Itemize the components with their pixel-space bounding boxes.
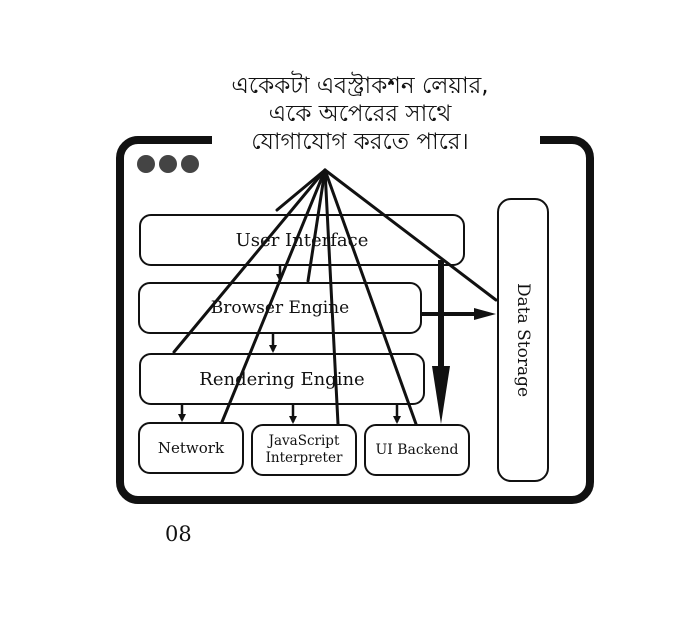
network-label: Network <box>157 439 225 457</box>
window-dot-icon <box>137 155 155 173</box>
javascript-label-line1: JavaScript <box>268 433 340 449</box>
user-interface-label: User Interface <box>235 229 369 251</box>
ui-backend-box: UI Backend <box>364 424 470 476</box>
window-dot-icon <box>181 155 199 173</box>
ui-to-uibackend-arrowhead <box>432 366 450 424</box>
data-storage-box: Data Storage <box>497 198 549 482</box>
caption-pointer-lines <box>172 168 498 426</box>
browser-to-storage-arrowhead <box>474 308 496 320</box>
javascript-interpreter-box: JavaScript Interpreter <box>251 424 357 476</box>
caption: একেকটা এবস্ট্রাকশন লেয়ার, একে অপেরের সা… <box>200 72 520 156</box>
browser-engine-label: Browser Engine <box>210 298 350 318</box>
javascript-label-line2: Interpreter <box>265 450 343 466</box>
caption-line-1: একেকটা এবস্ট্রাকশন লেয়ার, <box>231 73 489 99</box>
caption-line-3: যোগাযোগ করতে পারে। <box>251 129 469 155</box>
window-dot-icon <box>159 155 177 173</box>
page-number: 08 <box>165 522 192 546</box>
frame-gap <box>212 126 540 150</box>
user-interface-box: User Interface <box>139 214 465 266</box>
ui-backend-label: UI Backend <box>375 442 459 458</box>
caption-line-2: একে অপেরের সাথে <box>268 101 452 127</box>
network-box: Network <box>138 422 244 474</box>
